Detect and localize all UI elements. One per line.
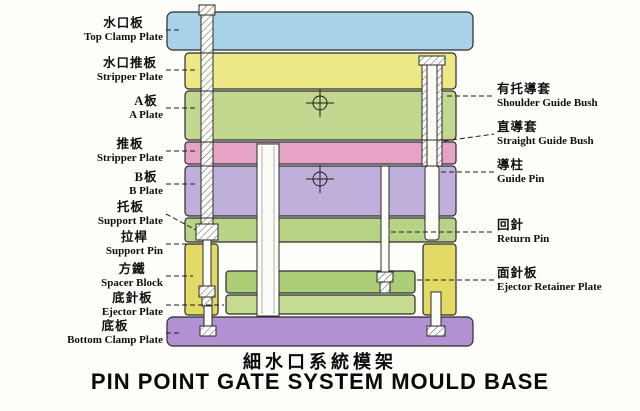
support-pin-rod <box>202 239 212 287</box>
label-stripper-plate-mid: 推板 Stripper Plate <box>97 137 163 165</box>
label-zh: 回針 <box>497 218 525 232</box>
return-pin-head <box>376 271 394 283</box>
label-support-pin: 拉桿 Support Pin <box>106 230 163 258</box>
label-zh: 導柱 <box>497 158 525 172</box>
label-bottom-clamp-plate: 底板 Bottom Clamp Plate <box>67 319 163 347</box>
label-en: Straight Guide Bush <box>497 135 594 147</box>
support-pin-collar <box>195 223 219 241</box>
clamp-bolt-head <box>426 325 446 337</box>
label-zh: 直導套 <box>497 120 538 134</box>
stripper-plate-mid <box>184 141 457 165</box>
label-en: Support Pin <box>105 245 163 257</box>
support-pin-shaft <box>200 14 214 241</box>
label-b-plate: B板 B Plate <box>129 170 163 198</box>
return-pin-assembly <box>376 165 394 294</box>
ejector-bolt-head <box>199 325 217 337</box>
label-zh: 推板 <box>116 137 144 151</box>
label-zh: 拉桿 <box>120 230 148 244</box>
label-zh: 托板 <box>116 200 144 214</box>
support-pin-assembly <box>195 4 219 337</box>
label-zh: 底針板 <box>112 291 153 305</box>
label-zh: B板 <box>134 170 158 184</box>
label-en: Bottom Clamp Plate <box>67 334 163 346</box>
support-pin-foot <box>198 285 216 298</box>
label-straight-guide-bush: 直導套 Straight Guide Bush <box>497 120 594 148</box>
guide-pin-assembly <box>418 55 446 337</box>
support-pin-head <box>198 4 216 16</box>
label-shoulder-guide-bush: 有托導套 Shoulder Guide Bush <box>497 82 598 110</box>
ejector-bolt-shaft <box>203 305 213 327</box>
return-pin-rod <box>380 165 390 273</box>
diagram-title-chinese: 細水口系統模架 <box>243 352 397 372</box>
centerline-marks <box>306 89 334 193</box>
label-ejector-plate: 底針板 Ejector Plate <box>102 291 163 319</box>
label-zh: 方鐵 <box>118 262 146 276</box>
bottom-clamp-plate <box>166 316 474 347</box>
clamp-bolt-shaft <box>430 291 442 327</box>
guide-pin-body <box>424 165 440 241</box>
top-clamp-plate <box>166 11 474 51</box>
label-zh: 有托導套 <box>497 82 552 96</box>
label-ejector-retainer-plate: 面針板 Ejector Retainer Plate <box>497 266 602 294</box>
label-guide-pin: 導柱 Guide Pin <box>497 158 544 186</box>
label-return-pin: 回針 Return Pin <box>497 218 549 246</box>
label-en: Stripper Plate <box>96 71 163 83</box>
ejector-plate <box>225 294 416 315</box>
leader-lines <box>165 29 495 334</box>
shoulder-guide-bush-flange <box>418 55 446 66</box>
diagram-title-english: PIN POINT GATE SYSTEM MOULD BASE <box>90 369 550 394</box>
label-en: Support Plate <box>97 215 163 227</box>
label-zh: 水口板 <box>103 16 144 30</box>
label-zh: 面針板 <box>497 266 538 280</box>
label-en: Stripper Plate <box>96 152 163 164</box>
support-plate <box>184 217 457 243</box>
label-en: Guide Pin <box>497 173 545 185</box>
label-en: Top Clamp Plate <box>83 31 163 43</box>
label-zh: 底板 <box>101 319 129 333</box>
label-en: Shoulder Guide Bush <box>497 97 598 109</box>
label-stripper-plate-top: 水口推板 Stripper Plate <box>97 56 163 84</box>
support-pillar <box>256 143 280 317</box>
label-en: Ejector Retainer Plate <box>497 281 602 293</box>
label-support-plate: 托板 Support Plate <box>98 200 163 228</box>
label-en: Ejector Plate <box>101 306 163 318</box>
label-zh: 水口推板 <box>102 56 157 70</box>
label-spacer-block: 方鐵 Spacer Block <box>101 262 163 290</box>
label-en: B Plate <box>129 185 163 197</box>
label-en: Spacer Block <box>101 277 163 289</box>
label-top-clamp-plate: 水口板 Top Clamp Plate <box>84 16 163 44</box>
label-en: A Plate <box>129 109 163 121</box>
label-en: Return Pin <box>497 233 550 245</box>
label-zh: A板 <box>134 94 158 108</box>
stripper-plate-top <box>184 52 457 90</box>
label-a-plate: A板 A Plate <box>129 94 163 122</box>
